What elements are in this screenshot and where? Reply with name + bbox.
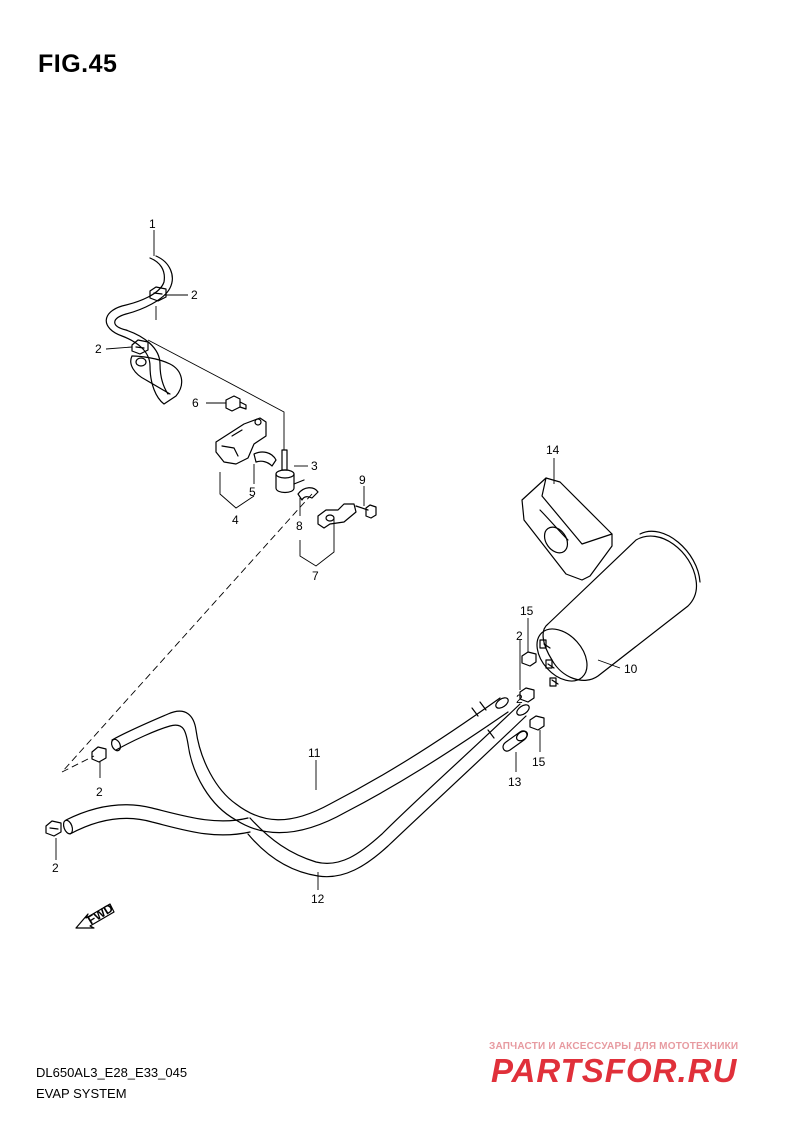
section-name: EVAP SYSTEM — [36, 1086, 127, 1101]
part-10-evap-canister[interactable] — [527, 530, 701, 690]
watermark-tagline: ЗАПЧАСТИ И АКСЕССУАРЫ ДЛЯ МОТОТЕХНИКИ — [489, 1041, 739, 1052]
callout-15: 15 — [520, 604, 534, 618]
leader-10 — [597, 659, 621, 669]
leader-7 — [299, 518, 335, 567]
callout-10: 10 — [624, 662, 638, 676]
callout-2: 2 — [52, 861, 59, 875]
callout-7: 7 — [312, 569, 319, 583]
callout-4: 4 — [232, 513, 239, 527]
callout-15: 15 — [532, 755, 546, 769]
callout-9: 9 — [359, 473, 366, 487]
callout-11: 11 — [308, 746, 321, 760]
part-2-clip-upper-left[interactable] — [131, 339, 149, 355]
callout-2: 2 — [516, 629, 523, 643]
part-5-cushion[interactable] — [253, 451, 277, 467]
callout-3: 3 — [311, 459, 318, 473]
part-7-clamp[interactable] — [317, 503, 357, 529]
callout-13: 13 — [508, 775, 522, 789]
part-12-purge-hose[interactable] — [247, 703, 531, 878]
part-3-joint[interactable] — [275, 449, 305, 494]
part-2-clip-lower-hose[interactable] — [91, 746, 107, 763]
callout-1: 1 — [149, 217, 156, 231]
watermark-logo: PARTSFOR.RU — [491, 1052, 737, 1088]
part-6-bolt[interactable] — [225, 395, 247, 412]
fwd-arrow-icon — [75, 903, 115, 929]
leader-4 — [219, 472, 255, 509]
model-code: DL650AL3_E28_E33_045 — [36, 1065, 188, 1080]
part-15-clip-lower[interactable] — [529, 715, 545, 731]
part-8-cushion[interactable] — [297, 487, 319, 501]
part-13-short-hose[interactable] — [502, 729, 529, 752]
part-2-clip-upper-right[interactable] — [149, 286, 167, 302]
callout-6: 6 — [192, 396, 199, 410]
fwd-arrow-label: FWD — [85, 901, 116, 928]
part-14-canister-cover[interactable] — [521, 477, 613, 581]
dashed-routing-line — [61, 493, 313, 773]
callout-2: 2 — [516, 692, 523, 706]
callout-labels: 1 2 2 6 3 5 4 8 9 7 14 15 2 10 2 15 13 1… — [52, 217, 638, 927]
leader-lines — [55, 230, 621, 890]
figure-title: FIG.45 — [38, 50, 118, 78]
callout-8: 8 — [296, 519, 303, 533]
part-2-clip-canister[interactable] — [519, 687, 535, 703]
part-4-bracket[interactable] — [215, 417, 267, 465]
part-11-long-hose[interactable] — [62, 696, 510, 836]
part-2-clip-lower-left[interactable] — [45, 820, 62, 837]
part-1-hose[interactable] — [105, 255, 183, 405]
callout-12: 12 — [311, 892, 325, 906]
callout-5: 5 — [249, 485, 256, 499]
callout-2: 2 — [95, 342, 102, 356]
watermark-logo-text: PARTSFOR.RU — [491, 1052, 737, 1088]
part-15-clip-upper[interactable] — [521, 651, 537, 667]
callout-2: 2 — [96, 785, 103, 799]
leader-2-upper-left — [105, 346, 133, 350]
callout-2: 2 — [191, 288, 198, 302]
part-9-screw[interactable] — [355, 504, 377, 519]
callout-14: 14 — [546, 443, 560, 457]
leader-routing-1-to-3 — [147, 339, 285, 450]
